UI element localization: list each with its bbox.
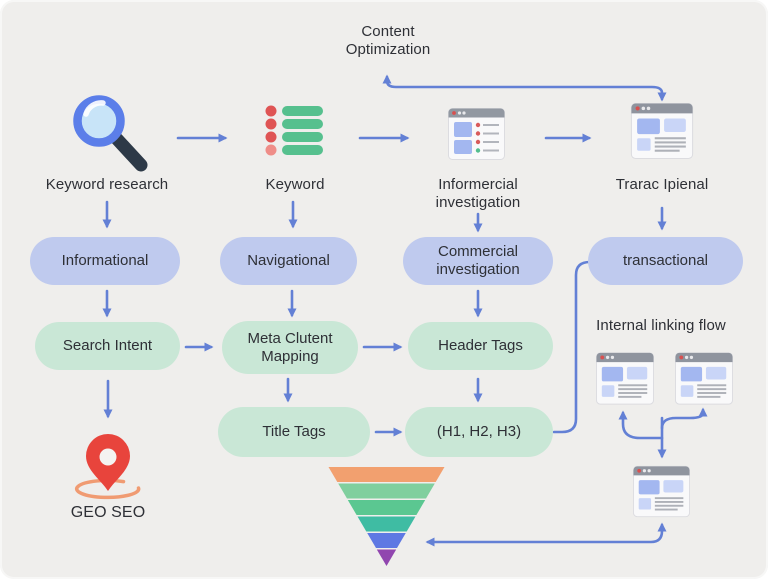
geo-pin-icon (74, 434, 141, 500)
pill-h1-h2-h3: (H1, H2, H3) (405, 407, 553, 457)
keyword-list-icon (265, 105, 323, 156)
funnel-stripe (347, 500, 426, 515)
geo-seo-label: GEO SEO (70, 504, 146, 521)
funnel-stripe (367, 533, 406, 548)
funnel-stripe (328, 467, 445, 482)
funnel-stripe (376, 549, 397, 566)
arrow-link-right-up (660, 407, 708, 430)
connector-h1h2h3-to-transactional (552, 260, 592, 434)
arrow-linkpage-to-funnel (425, 522, 667, 547)
keyword-label: Keyword (265, 176, 325, 193)
pill-title-tags: Title Tags (218, 407, 370, 457)
funnel-stripe (338, 483, 435, 499)
browser-list-icon (448, 108, 505, 160)
pill-informational: Informational (30, 237, 180, 285)
arrow-contentopt-loop (382, 74, 667, 102)
connector-arrows (102, 74, 708, 547)
pill-navigational: Navigational (220, 237, 357, 285)
trarac-ipienal-label: Trarac Ipienal (615, 176, 709, 193)
pill-transactional: transactional (588, 237, 743, 285)
internal-linking-flow-label: Internal linking flow (596, 317, 726, 334)
linked-page-bottom-icon (633, 465, 690, 518)
arrow-link-left-up (618, 410, 664, 440)
keyword-research-label: Keyword research (45, 176, 169, 193)
funnel-stripe (357, 516, 416, 532)
linked-page-left-icon (596, 352, 654, 405)
pill-commercial-investigation: Commercial investigation (403, 237, 553, 285)
magnifier-icon (73, 95, 148, 172)
funnel (328, 467, 445, 566)
pill-search-intent: Search Intent (35, 322, 180, 370)
linked-page-right-icon (675, 352, 733, 405)
browser-article-icon (630, 103, 694, 159)
content-optimization-label: Content Optimization (345, 23, 431, 58)
pill-header-tags: Header Tags (408, 322, 553, 370)
informercial-investigation-label: Informercial investigation (435, 176, 521, 211)
pill-meta-clutent-mapping: Meta Clutent Mapping (222, 321, 358, 374)
